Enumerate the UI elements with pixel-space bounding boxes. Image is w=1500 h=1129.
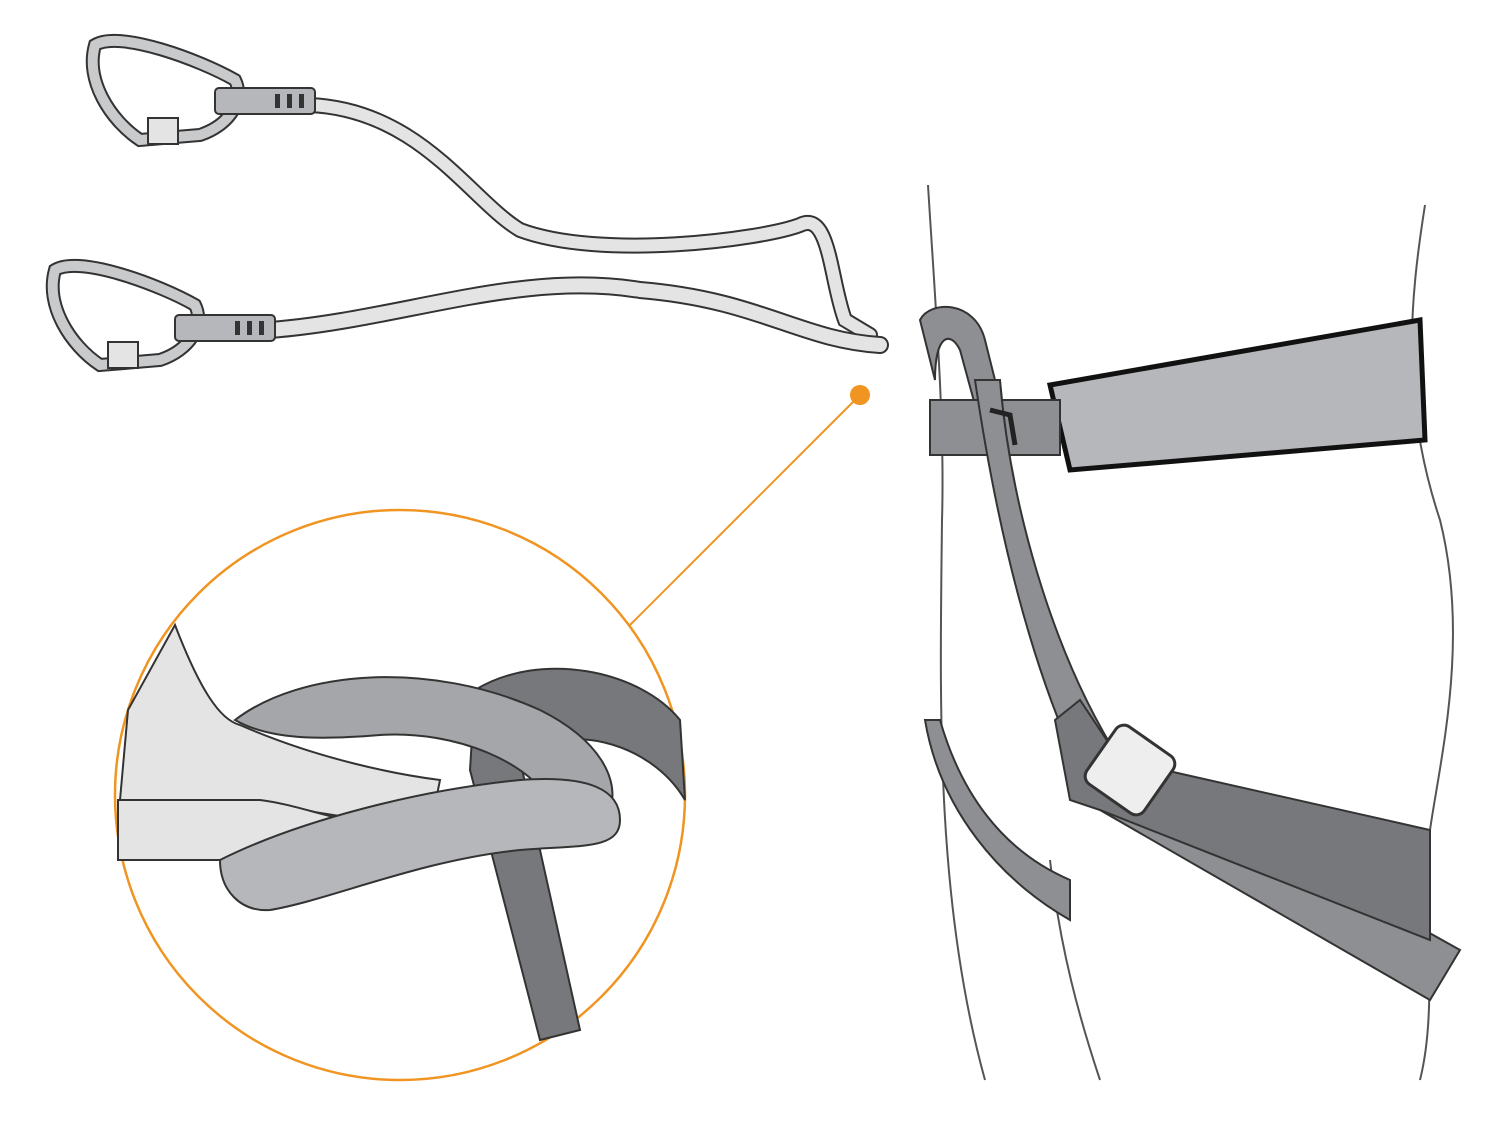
carabiner-icon: [85, 34, 316, 148]
girth-hitch-detail: [117, 622, 686, 1042]
harness: [918, 306, 1462, 1002]
carabiner-icon: [45, 259, 276, 373]
body-outline: [564, 184, 1454, 1081]
lanyard: [261, 97, 889, 354]
